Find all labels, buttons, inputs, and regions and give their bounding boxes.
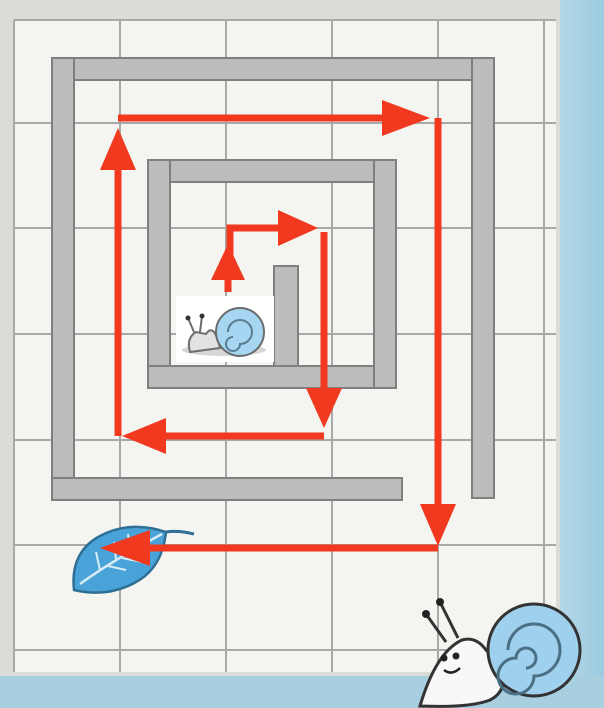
wall-outer-top	[52, 58, 494, 80]
wall-inner-top	[148, 160, 396, 182]
snail-icon	[176, 296, 274, 362]
wall-center-stub	[274, 266, 298, 366]
wall-outer-right	[472, 58, 494, 498]
wall-inner-left	[148, 160, 170, 388]
wall-inner-bottom	[148, 366, 396, 388]
wall-outer-bottom	[52, 478, 402, 500]
right-blue-strip	[560, 0, 604, 708]
wall-outer-left	[52, 58, 74, 498]
wall-inner-right	[374, 160, 396, 388]
